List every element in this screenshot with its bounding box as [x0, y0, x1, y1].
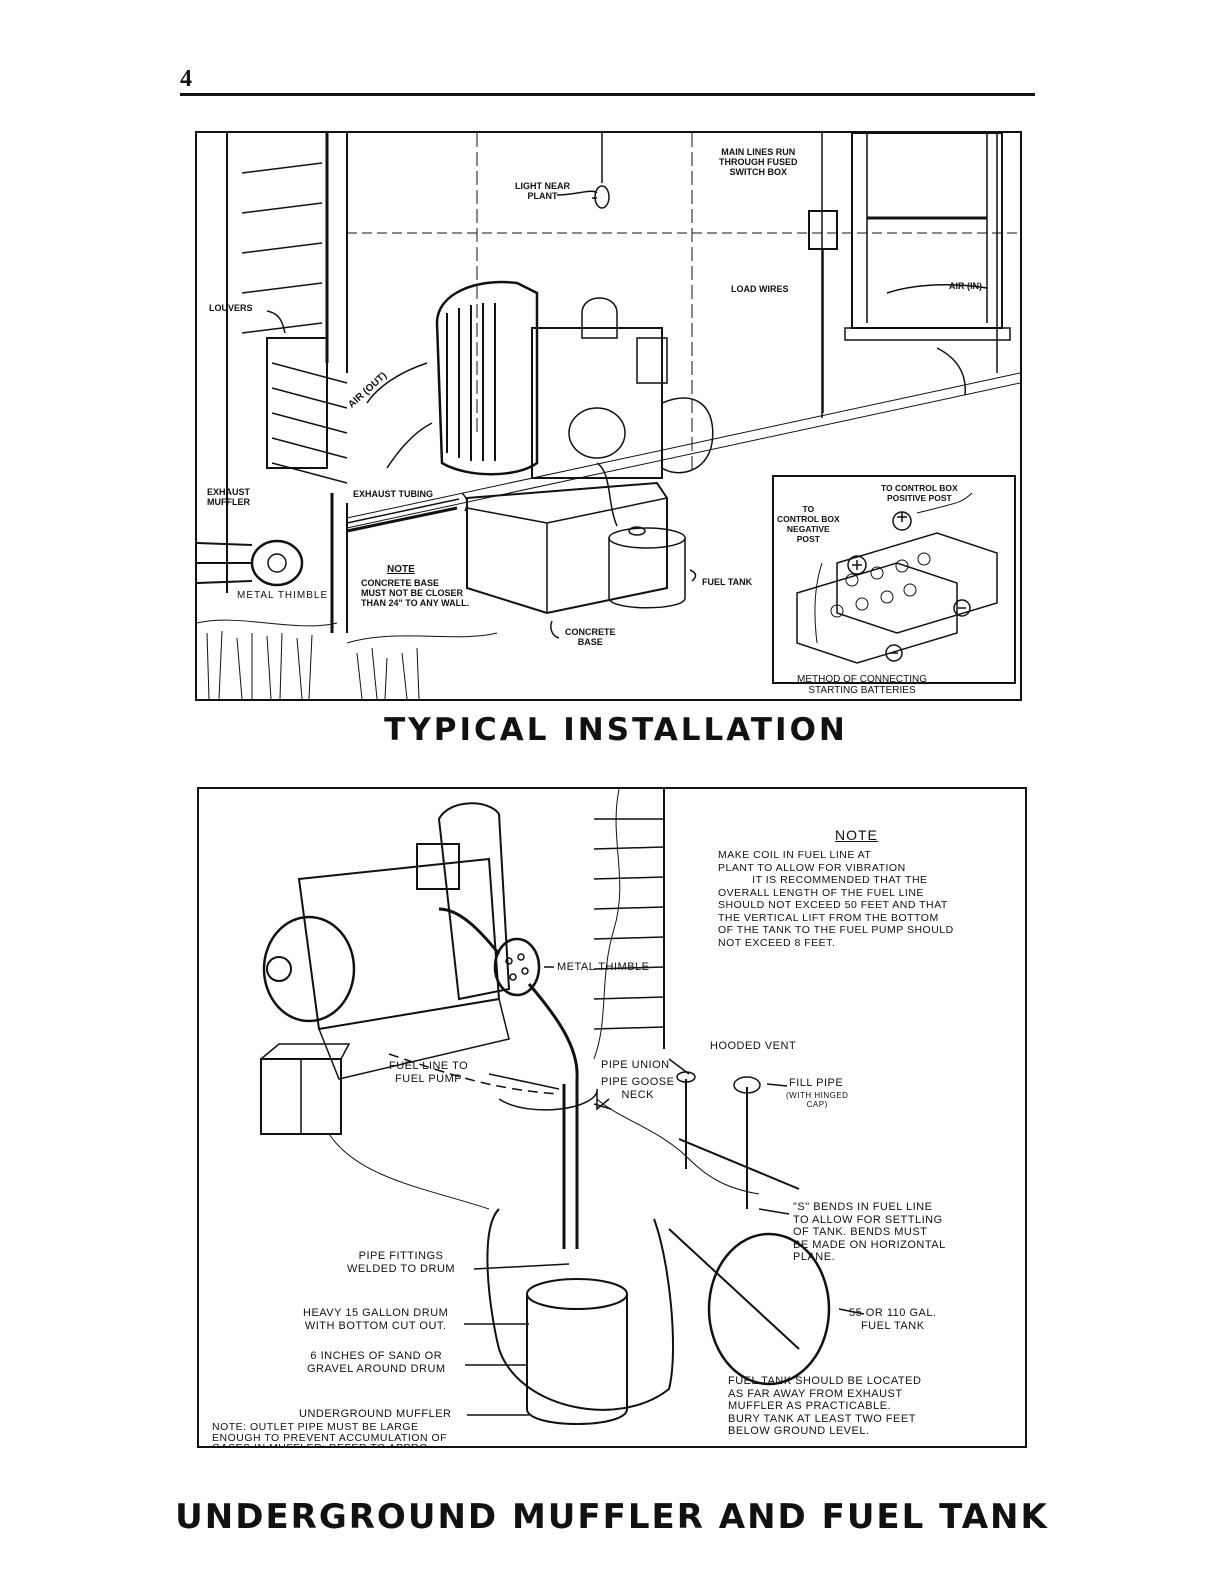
load-wires-label: LOAD WIRES: [731, 284, 789, 294]
typical-installation-caption: TYPICAL INSTALLATION: [384, 712, 848, 748]
louvers-label: LOUVERS: [209, 303, 253, 313]
main-lines-label: MAIN LINES RUN THROUGH FUSED SWITCH BOX: [719, 147, 798, 177]
air-in-label: AIR (IN): [949, 281, 982, 291]
metal-thimble-label: METAL THIMBLE: [237, 590, 329, 601]
inset-caption: METHOD OF CONNECTING STARTING BATTERIES: [797, 674, 927, 696]
fuel-tank-label: FUEL TANK: [702, 577, 753, 587]
underground-muffler-label: UNDERGROUND MUFFLER: [299, 1408, 452, 1420]
typical-installation-illustration: LIGHT NEAR PLANT MAIN LINES RUN THROUGH …: [195, 131, 1022, 701]
installation-drawing: [197, 133, 1020, 699]
light-near-plant-label: LIGHT NEAR PLANT: [515, 181, 570, 201]
pipe-union-label: PIPE UNION: [601, 1059, 670, 1071]
s-bends-label: "S" BENDS IN FUEL LINE TO ALLOW FOR SETT…: [793, 1201, 946, 1263]
header-rule: [180, 93, 1035, 96]
exhaust-muffler-label: EXHAUST MUFFLER: [207, 487, 251, 507]
page-number: 4: [180, 66, 192, 92]
outlet-pipe-note: NOTE: OUTLET PIPE MUST BE LARGE ENOUGH T…: [212, 1421, 448, 1448]
fill-pipe-label: FILL PIPE: [789, 1077, 844, 1089]
fuel-line-note: MAKE COIL IN FUEL LINE AT PLANT TO ALLOW…: [718, 849, 954, 949]
hinged-cap-label: (WITH HINGED CAP): [786, 1091, 849, 1109]
underground-muffler-illustration: NOTE MAKE COIL IN FUEL LINE AT PLANT TO …: [197, 787, 1027, 1448]
exhaust-tubing-label: EXHAUST TUBING: [353, 489, 434, 499]
concrete-base-label: CONCRETE BASE: [565, 627, 616, 647]
hooded-vent-label: HOODED VENT: [710, 1040, 797, 1052]
tank-location-note: FUEL TANK SHOULD BE LOCATED AS FAR AWAY …: [728, 1375, 922, 1437]
positive-post-label: TO CONTROL BOX POSITIVE POST: [881, 483, 958, 503]
metal-thimble-label-2: METAL THIMBLE: [557, 961, 650, 973]
drum-label: HEAVY 15 GALLON DRUM WITH BOTTOM CUT OUT…: [303, 1307, 449, 1332]
pipe-goose-neck-label: PIPE GOOSE NECK: [601, 1076, 675, 1101]
concrete-note-text: CONCRETE BASE MUST NOT BE CLOSER THAN 24…: [361, 578, 470, 608]
negative-post-label: TO CONTROL BOX NEGATIVE POST: [777, 504, 840, 544]
sand-label: 6 INCHES OF SAND OR GRAVEL AROUND DRUM: [307, 1350, 446, 1375]
fuel-tank-size-label: 55 OR 110 GAL. FUEL TANK: [849, 1307, 937, 1332]
underground-drawing: [260, 789, 865, 1425]
note-title-2: NOTE: [835, 827, 878, 843]
fuel-line-label: FUEL LINE TO FUEL PUMP: [389, 1060, 469, 1085]
underground-muffler-caption: UNDERGROUND MUFFLER AND FUEL TANK: [175, 1497, 1049, 1537]
note-title: NOTE: [387, 564, 415, 575]
pipe-fittings-label: PIPE FITTINGS WELDED TO DRUM: [347, 1250, 456, 1275]
